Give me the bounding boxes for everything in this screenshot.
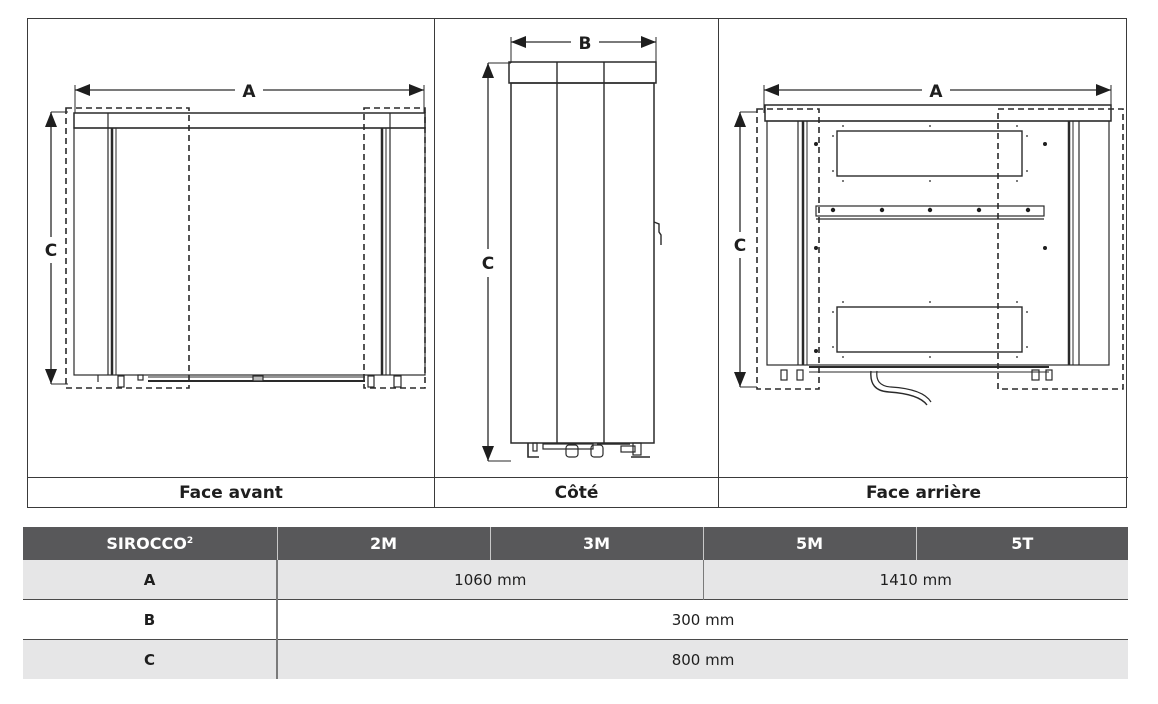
side-dim-b-label: B [579,34,592,54]
front-view-caption: Face avant [28,477,434,507]
side-dim-c-label: C [482,254,494,274]
side-view-caption: Côté [435,477,718,507]
row-label: A [23,560,278,600]
rear-dim-c-label: C [734,236,746,256]
rear-view-drawing: A C [729,79,1124,406]
side-view-panel: B C Côté [435,19,719,507]
table-cell: 800 mm [277,639,1128,679]
table-row: A 1060 mm 1410 mm [23,560,1128,600]
row-label: C [23,639,278,679]
column-header: 5T [915,527,1128,560]
table-header-row: SIROCCO2 2M 3M 5M 5T [23,527,1128,560]
table-cell: 300 mm [277,599,1128,640]
rear-view-panel: A C Face arrière [719,19,1128,507]
front-view-panel: A C Face avant [28,19,435,507]
row-label: B [23,599,278,640]
model-superscript: 2 [186,536,194,546]
side-view-drawing: B C [477,31,662,462]
table-cell: 1410 mm [703,560,1128,600]
table-row: C 800 mm [23,639,1128,679]
dimensions-table: SIROCCO2 2M 3M 5M 5T A 1060 mm 1410 mm B… [23,527,1128,679]
rear-dim-a-label: A [929,82,943,102]
rear-view-caption: Face arrière [719,477,1128,507]
table-row: B 300 mm [23,599,1128,640]
column-header: 2M [276,527,490,560]
model-header: SIROCCO2 [23,527,277,560]
column-header: 5M [702,527,916,560]
dimension-drawings: A C Face avant [27,18,1128,508]
front-view-drawing: A C [40,79,426,389]
front-dim-a-label: A [242,82,256,102]
model-label: SIROCCO [106,534,187,553]
column-header: 3M [489,527,703,560]
table-cell: 1060 mm [277,560,704,600]
front-dim-c-label: C [45,241,57,261]
